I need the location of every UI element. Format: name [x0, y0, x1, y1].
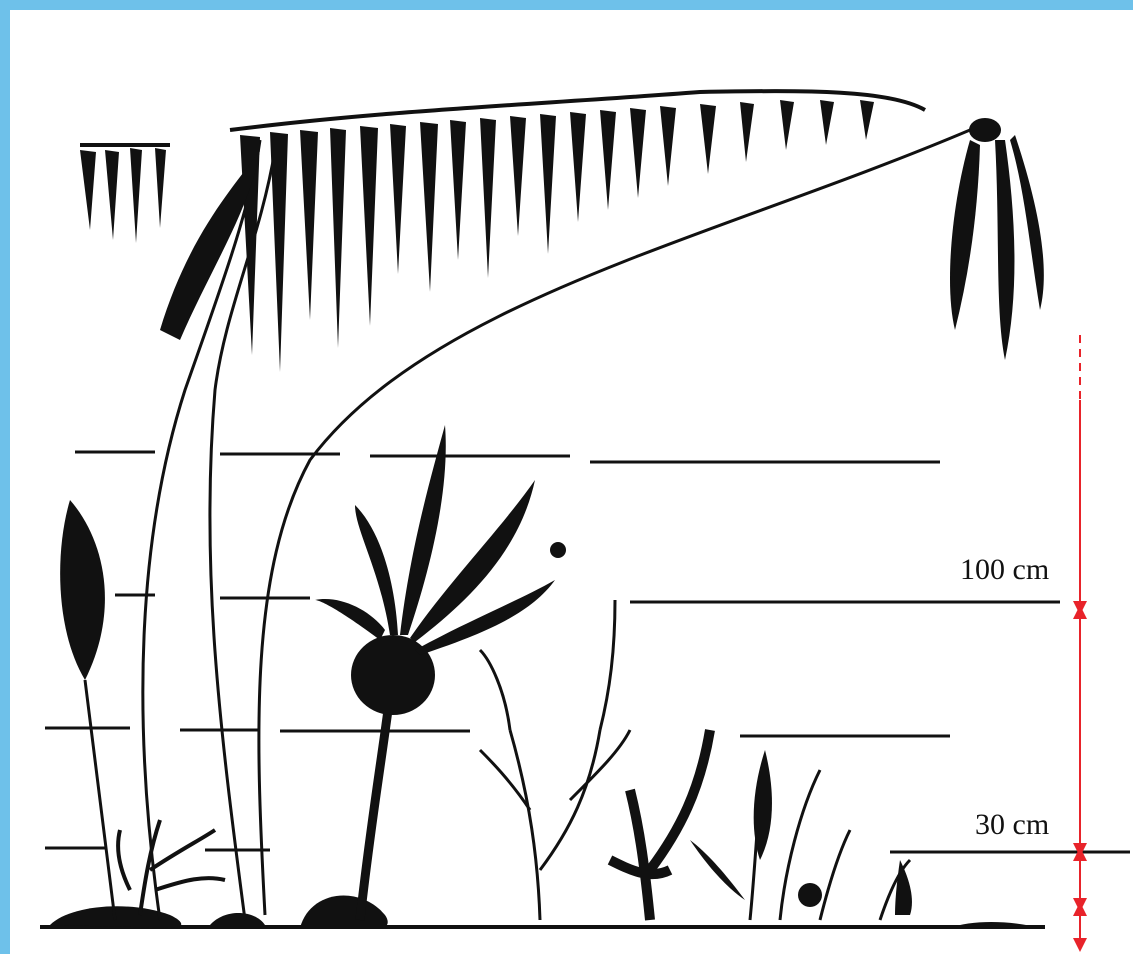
left-blade-kelp	[60, 500, 115, 920]
water-level-lines	[40, 452, 1130, 927]
depth-label-100cm: 100 cm	[960, 555, 1049, 585]
bulb-kelp	[315, 425, 566, 920]
small-blades	[690, 750, 912, 915]
branched-algae	[480, 600, 910, 920]
surface-fronds	[80, 100, 1044, 372]
seabed-rocks	[50, 896, 1040, 928]
depth-label-30cm: 30 cm	[975, 810, 1049, 840]
kelp-zonation-illustration	[10, 10, 1133, 964]
bottom-left-shrub	[118, 820, 225, 915]
